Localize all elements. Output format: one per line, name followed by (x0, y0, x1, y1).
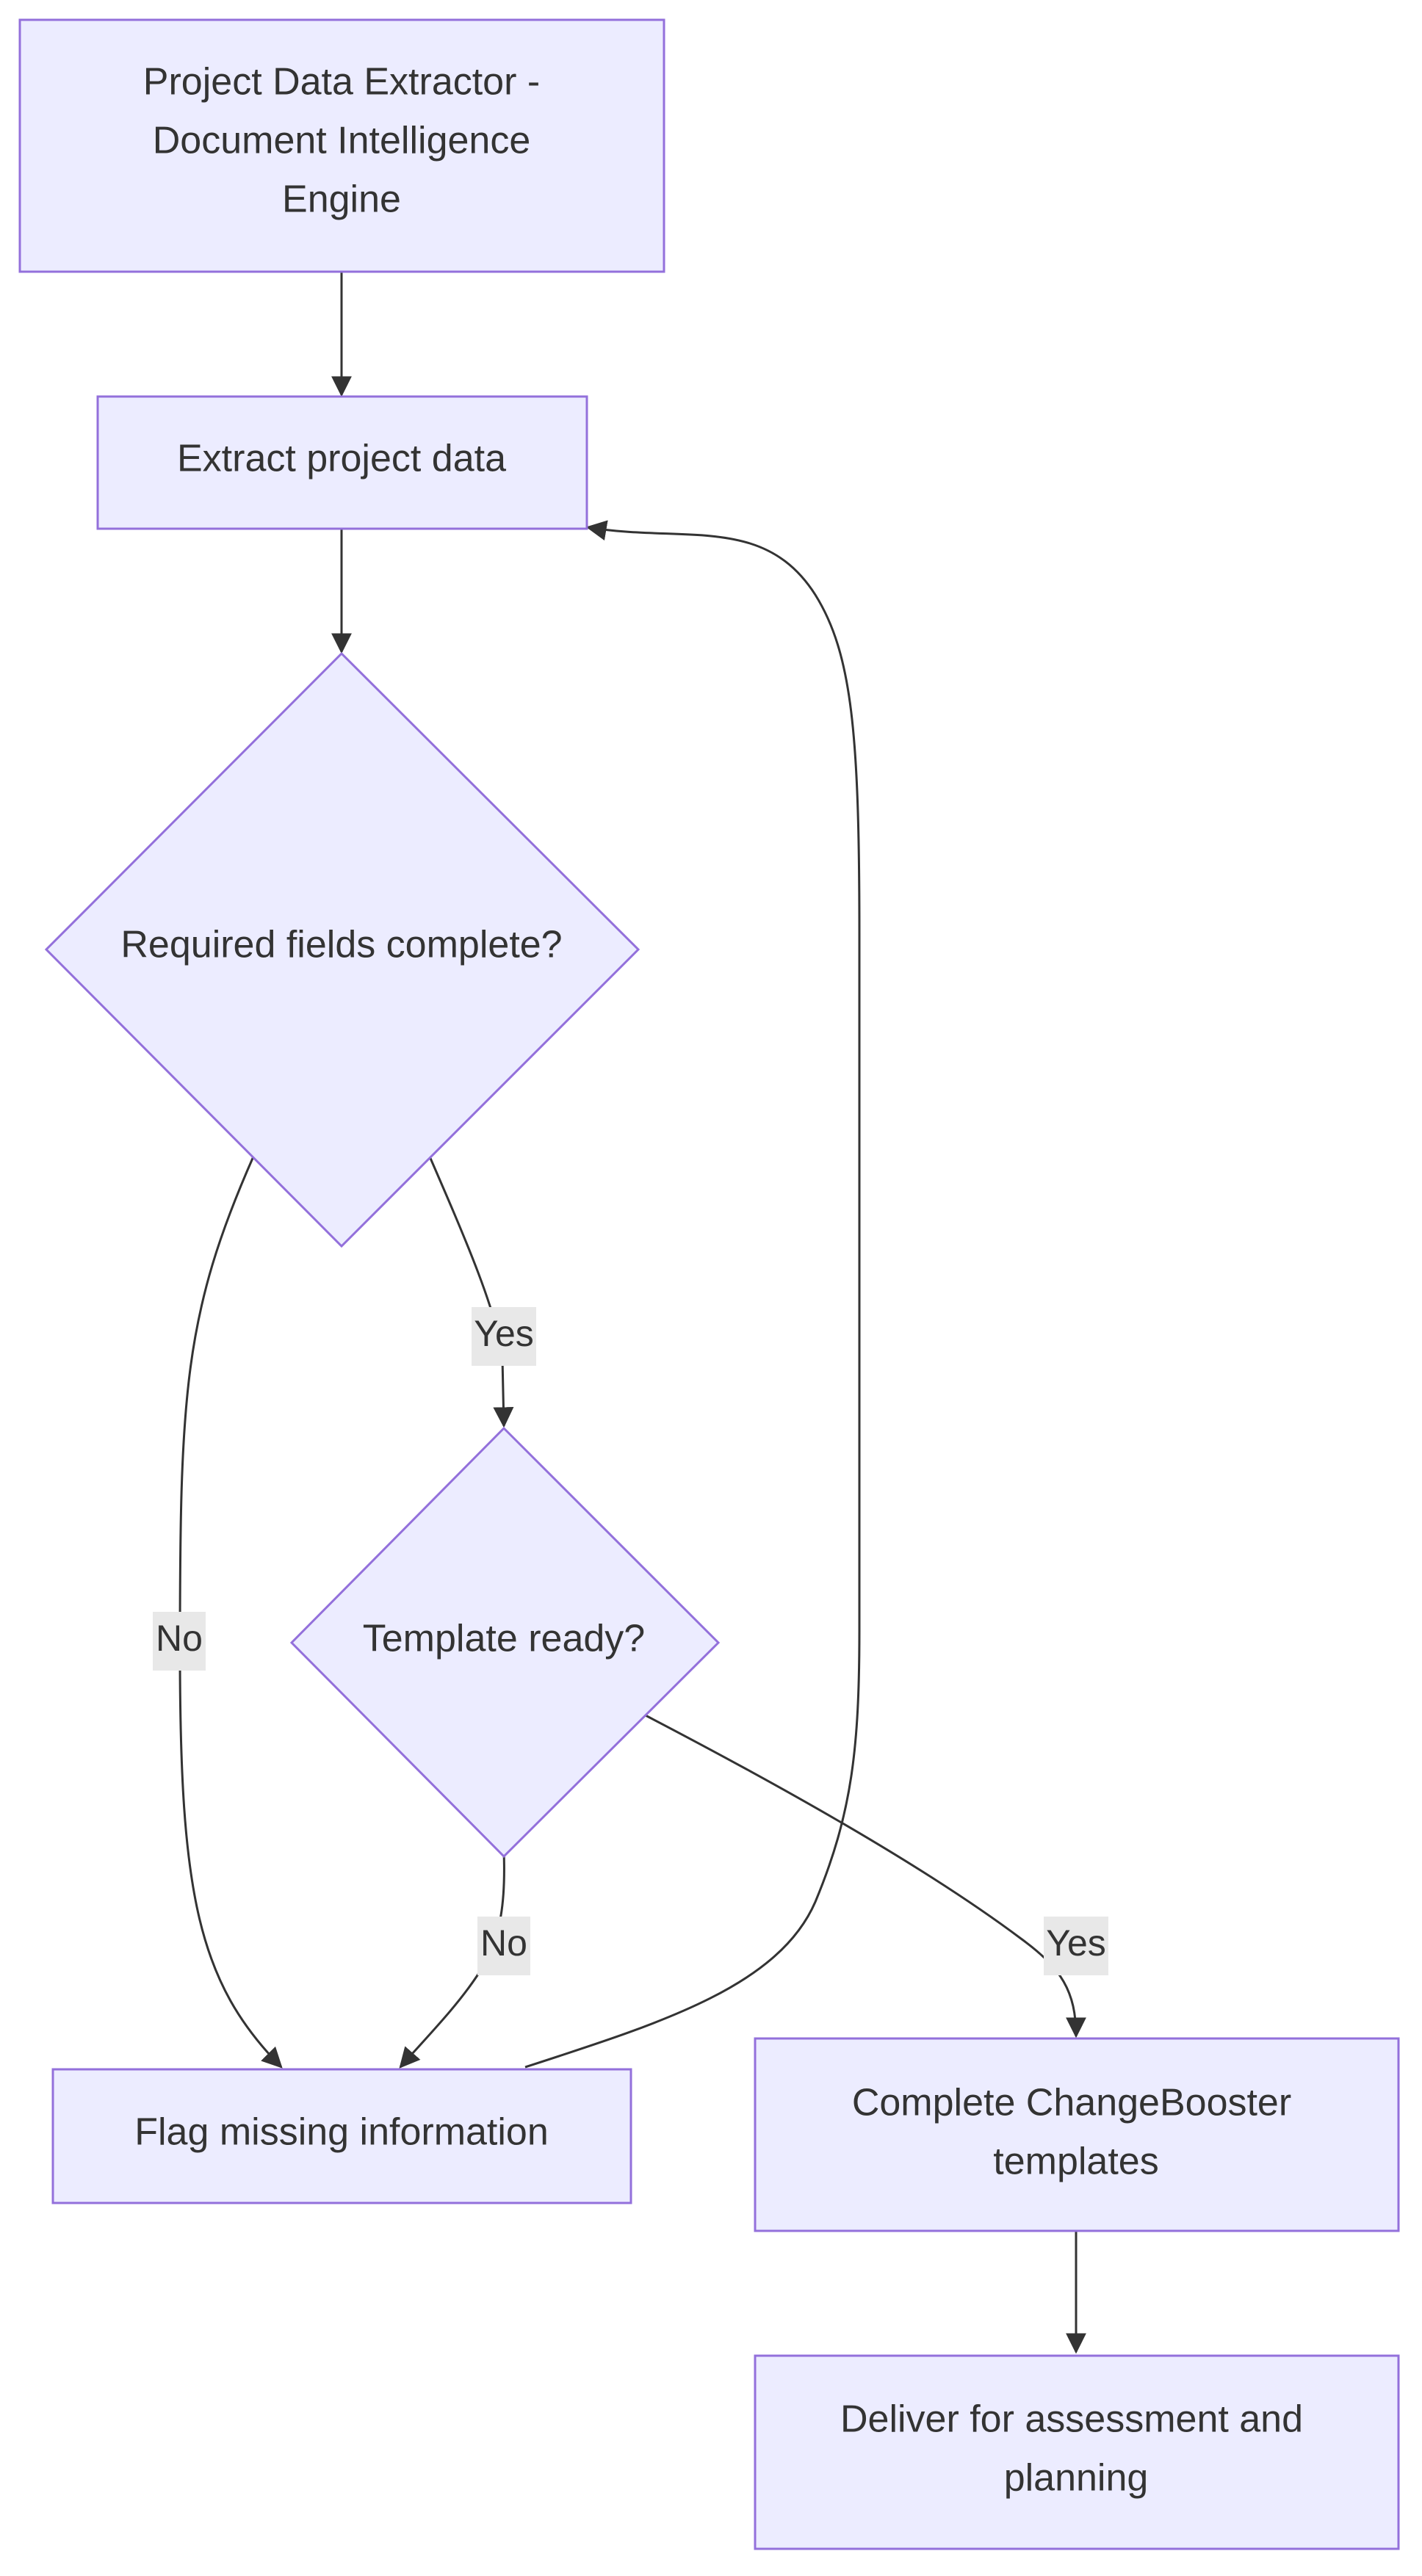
edge-required-yes-to-template (428, 1156, 514, 1428)
node-template-label: Template ready? (363, 1618, 645, 1660)
edge-labels: Yes No No Yes (153, 1307, 1108, 1975)
node-start: Project Data Extractor - Document Intell… (18, 18, 665, 273)
svg-text:No: No (156, 1618, 203, 1659)
node-complete-line-2: templates (993, 2141, 1158, 2183)
node-start-line-3: Engine (282, 178, 401, 221)
node-flag: Flag missing information (51, 2068, 632, 2204)
node-required-label: Required fields complete? (120, 924, 562, 966)
svg-text:Yes: Yes (474, 1313, 534, 1354)
edge-label-template-no: No (477, 1917, 530, 1975)
node-extract: Extract project data (96, 395, 588, 530)
node-deliver-line-2: planning (1004, 2457, 1149, 2500)
node-start-line-2: Document Intelligence (153, 120, 531, 162)
node-flag-label: Flag missing information (134, 2111, 549, 2154)
node-complete-line-1: Complete ChangeBooster (852, 2082, 1291, 2124)
node-template-decision: Template ready? (289, 1426, 721, 1859)
edge-template-yes-to-complete (643, 1713, 1086, 2038)
node-deliver: Deliver for assessment and planning (754, 2354, 1400, 2550)
edge-flag-loop-to-extract (524, 520, 861, 2069)
svg-text:Yes: Yes (1046, 1922, 1106, 1964)
node-extract-label: Extract project data (177, 438, 506, 480)
svg-text:No: No (480, 1922, 527, 1964)
edge-label-required-no: No (153, 1612, 206, 1671)
node-start-line-1: Project Data Extractor - (143, 61, 540, 104)
node-complete: Complete ChangeBooster templates (754, 2037, 1400, 2232)
edge-label-required-yes: Yes (472, 1307, 536, 1366)
edge-label-template-yes: Yes (1044, 1917, 1108, 1975)
node-required-decision: Required fields complete? (44, 651, 640, 1248)
node-deliver-line-1: Deliver for assessment and (840, 2398, 1303, 2441)
